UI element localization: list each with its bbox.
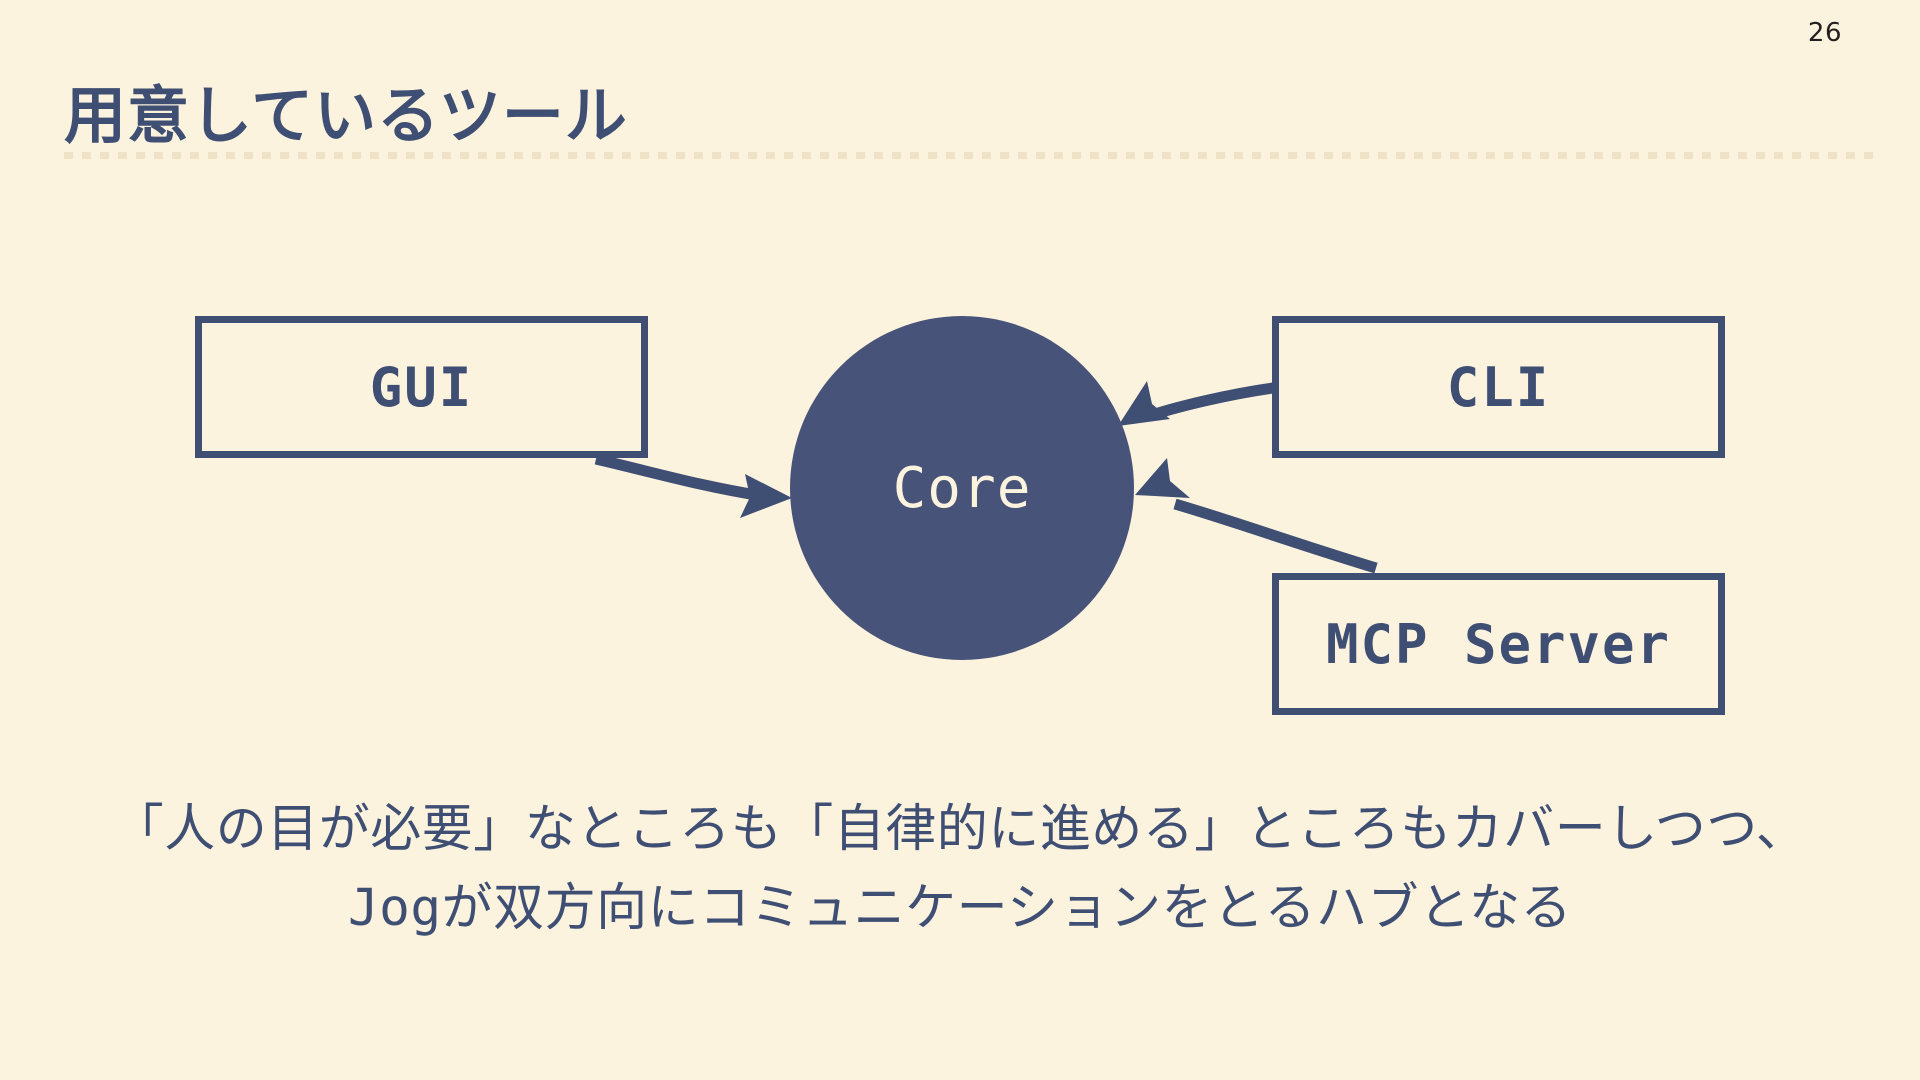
page-title: 用意しているツール (64, 78, 628, 152)
caption-line-2: Jogが双方向にコミュニケーションをとるハブとなる (0, 869, 1920, 948)
arrow-gui-to-core (594, 453, 792, 518)
diagram-node-mcp-server-label: MCP Server (1325, 612, 1672, 676)
arrow-cli-to-core (1118, 381, 1274, 426)
diagram-node-core-label: Core (892, 455, 1032, 521)
arrow-mcp-to-core (1135, 458, 1378, 574)
title-divider (64, 152, 1880, 159)
page-number: 26 (1807, 18, 1842, 48)
diagram-node-cli[interactable]: CLI (1272, 316, 1725, 458)
diagram-node-gui[interactable]: GUI (195, 316, 648, 458)
caption-line-2-product-name: Jog (347, 879, 442, 939)
caption-line-1: 「人の目が必要」なところも「自律的に進める」ところもカバーしつつ、 (112, 800, 1808, 859)
caption-line-2-text: が双方向にコミュニケーションをとるハブとなる (441, 879, 1573, 939)
diagram-node-gui-label: GUI (369, 355, 474, 419)
diagram-node-mcp-server[interactable]: MCP Server (1272, 573, 1725, 715)
diagram-node-core[interactable]: Core (790, 316, 1134, 660)
caption-block: 「人の目が必要」なところも「自律的に進める」ところもカバーしつつ、 Jogが双方… (0, 790, 1920, 948)
diagram-node-cli-label: CLI (1446, 355, 1551, 419)
